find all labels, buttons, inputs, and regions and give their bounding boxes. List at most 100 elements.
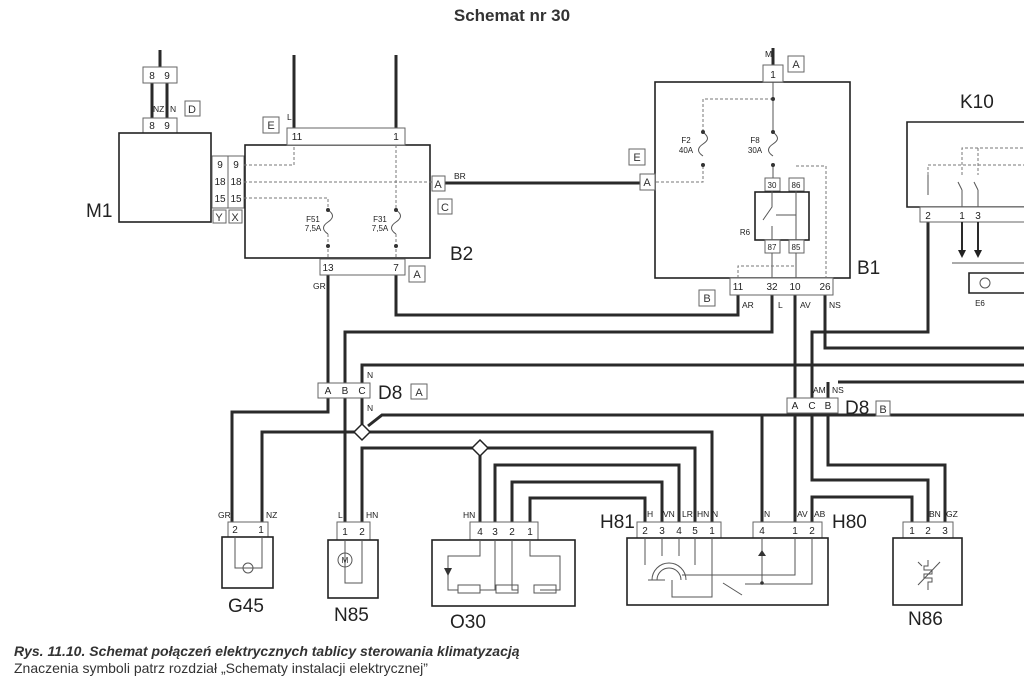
pin-label: 2 xyxy=(809,526,815,537)
wire-color: NZ xyxy=(153,104,164,114)
pin-label: 2 xyxy=(509,527,515,538)
fuse-label: F51 xyxy=(306,215,320,224)
pin-label: 18 xyxy=(230,177,242,188)
pin-label: 15 xyxy=(230,194,242,205)
wire-color: N xyxy=(367,370,373,380)
pin-label: 1 xyxy=(258,525,264,536)
fuse-label: F2 xyxy=(681,136,691,145)
pin-label: 8 xyxy=(149,71,155,82)
wire-color: GZ xyxy=(946,509,958,519)
pin-label: 15 xyxy=(214,194,226,205)
wire-color: BR xyxy=(454,171,466,181)
pin-label: 18 xyxy=(214,177,226,188)
pin-label: 1 xyxy=(709,526,715,537)
relay-label: R6 xyxy=(740,228,751,237)
pin-label: A xyxy=(643,177,651,189)
component-o30: HN 4 3 2 1 O30 xyxy=(431,510,576,633)
pin-label: A xyxy=(434,179,442,191)
connector-tag: A xyxy=(415,387,423,399)
pin-label: 85 xyxy=(792,243,801,252)
wire-color: GR xyxy=(313,281,326,291)
wire-color: NS xyxy=(832,385,844,395)
pin-label: 3 xyxy=(659,526,665,537)
pin-label: 9 xyxy=(164,71,170,82)
wire-color: N xyxy=(170,104,176,114)
component-m1: 8 9 NZ N D 8 9 M1 9 18 15 9 18 15 Y X xyxy=(86,66,245,224)
connector-tag: A xyxy=(413,269,421,281)
wire-color: AR xyxy=(742,300,754,310)
wire-color: L xyxy=(778,300,783,310)
wire-color: BN xyxy=(929,509,941,519)
pin-label: 3 xyxy=(492,527,498,538)
pin-label: 7 xyxy=(393,263,399,274)
component-g45: GR NZ 2 1 G45 xyxy=(218,510,277,617)
component-label: M1 xyxy=(86,201,112,222)
connector-d8-a: N A B C N D8 A xyxy=(317,370,428,413)
splice-node xyxy=(352,422,372,442)
wire-color: L xyxy=(287,112,292,122)
pin-label: 2 xyxy=(359,527,365,538)
component-k10: K10 2 1 3 E6 xyxy=(906,92,1024,308)
wire-color: N xyxy=(712,509,718,519)
fuse-rating: 30A xyxy=(748,146,763,155)
pin-label: 2 xyxy=(642,526,648,537)
connector-tag: E xyxy=(267,120,274,132)
component-label: K10 xyxy=(960,92,994,113)
fuse-rating: 40A xyxy=(679,146,694,155)
pin-label: 4 xyxy=(477,527,483,538)
connector-tag: Y xyxy=(215,212,223,224)
connector-tag: A xyxy=(792,59,800,71)
component-b2: 11 1 L E F51 7,5A F31 7,5A A BR C B2 13 … xyxy=(244,112,473,291)
figure-caption: Rys. 11.10. Schemat połączeń elektryczny… xyxy=(14,643,520,659)
pin-label: C xyxy=(808,401,815,412)
pin-label: 4 xyxy=(676,526,682,537)
pin-label: 9 xyxy=(217,160,223,171)
wire-color: HN xyxy=(463,510,475,520)
pin-label: 32 xyxy=(766,282,778,293)
pin-label: 3 xyxy=(942,526,948,537)
pin-label: 87 xyxy=(768,243,777,252)
wire-color: M xyxy=(765,49,772,59)
connector-tag: E xyxy=(633,152,640,164)
pin-label: 86 xyxy=(792,181,801,190)
motor-icon xyxy=(337,552,353,568)
component-label: D8 xyxy=(378,383,402,404)
component-h81-h80: H VN LR HN N H81 2 3 4 5 1 N AV AB H80 4… xyxy=(600,509,867,606)
connector-tag: B xyxy=(703,293,710,305)
pin-label: 30 xyxy=(768,181,777,190)
component-label: D8 xyxy=(845,398,869,419)
wire-color: H xyxy=(647,509,653,519)
pin-label: 13 xyxy=(322,263,334,274)
motor-symbol: M xyxy=(342,556,349,565)
component-b1: 1 M A A E F2 40A F8 30A 30 86 R6 87 85 1… xyxy=(628,49,880,310)
component-label: H81 xyxy=(600,512,635,533)
fuse-label: F8 xyxy=(750,136,760,145)
pin-label: 1 xyxy=(792,526,798,537)
component-n86: BN GZ 1 2 3 N86 xyxy=(892,509,963,630)
wire-color: HN xyxy=(697,509,709,519)
connector-d8-b: AM NS A C B D8 B xyxy=(786,385,891,419)
wire-color: AB xyxy=(814,509,826,519)
thermistor-icon xyxy=(917,560,941,590)
wire-color: AV xyxy=(797,509,808,519)
connector-tag: D xyxy=(188,104,196,116)
wire-color: GR xyxy=(218,510,231,520)
pin-label: 5 xyxy=(692,526,698,537)
fuse-rating: 7,5A xyxy=(372,224,389,233)
pin-label: C xyxy=(358,386,365,397)
pin-label: 1 xyxy=(770,70,776,81)
fuse-label: F31 xyxy=(373,215,387,224)
pin-label: 1 xyxy=(342,527,348,538)
component-label: N86 xyxy=(908,609,943,630)
pin-label: 10 xyxy=(789,282,801,293)
component-label: E6 xyxy=(975,299,985,308)
pin-label: 9 xyxy=(233,160,239,171)
component-label: B1 xyxy=(857,258,880,279)
wiring-diagram: 8 9 NZ N D 8 9 M1 9 18 15 9 18 15 Y X 11… xyxy=(86,48,1024,633)
connector-tag: B xyxy=(879,404,886,416)
component-label: O30 xyxy=(450,612,486,633)
pin-label: 11 xyxy=(733,282,744,293)
pin-label: 1 xyxy=(959,211,965,222)
component-n85: L HN 1 2 M N85 xyxy=(327,510,379,626)
wires xyxy=(150,48,1024,522)
